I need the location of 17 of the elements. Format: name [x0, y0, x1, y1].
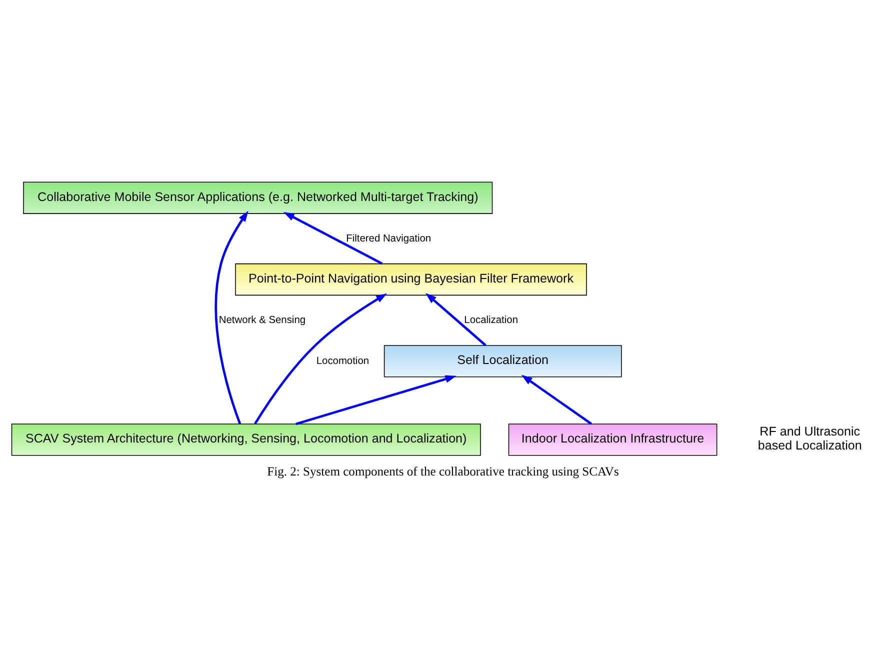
arrow [254, 293, 388, 424]
arrow [521, 374, 592, 425]
node-box: Collaborative Mobile Sensor Applications (e.g. Networked Multi-target Tracking) [23, 182, 493, 214]
node-box: Point-to-Point Navigation using Bayesian Filter Framework [235, 263, 587, 296]
node-box: SCAV System Architecture (Networking, Sensing, Locomotion and Localization) [11, 424, 481, 456]
node-box: Self Localization [384, 345, 622, 378]
node-box: Indoor Localization Infrastructure [508, 424, 718, 456]
edge-label: Locomotion [316, 356, 370, 367]
arrow [426, 292, 486, 346]
edge-label: Network & Sensing [218, 315, 306, 326]
arrow [283, 212, 383, 265]
edge-label: Localization [464, 315, 518, 326]
arrow [296, 375, 456, 426]
edge-label: Filtered Navigation [346, 233, 432, 244]
caption: Fig. 2: System components of the collaborative tracking using SCAVs [267, 464, 619, 479]
label: RF and Ultrasonic based Localization [758, 424, 862, 453]
arrow [214, 210, 248, 424]
